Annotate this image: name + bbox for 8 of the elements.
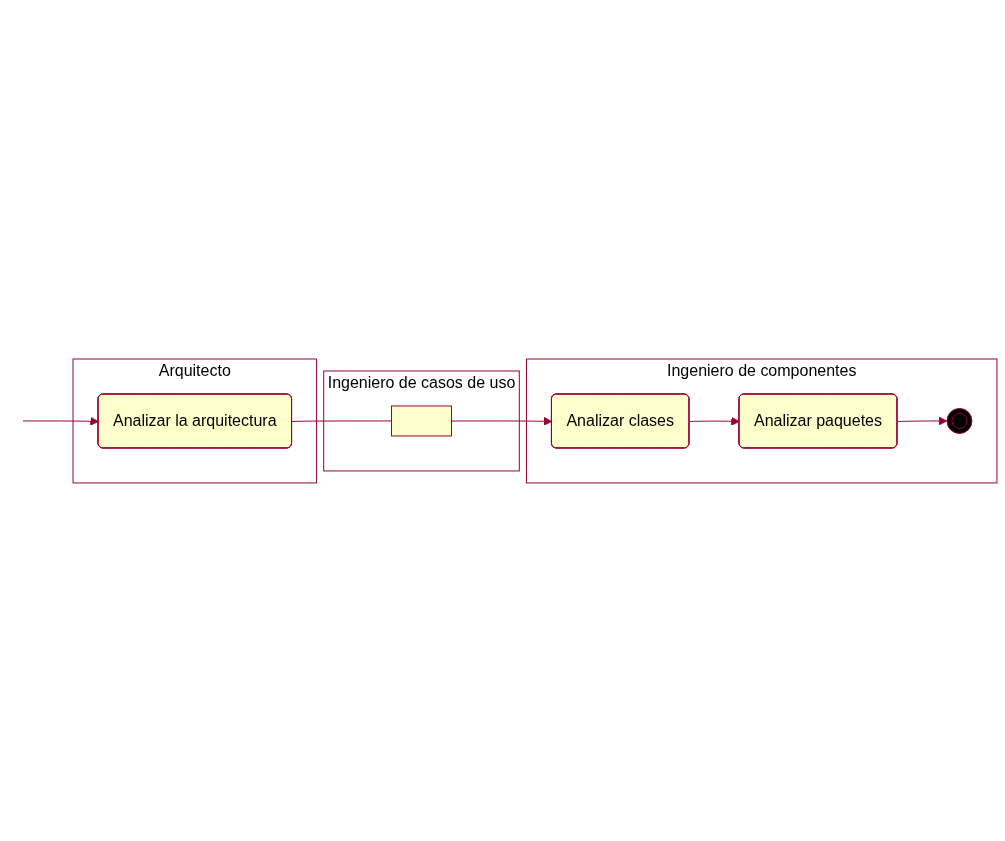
node-circle [946, 407, 973, 434]
node-box [391, 405, 452, 436]
arrow [689, 416, 740, 426]
arrow [22, 416, 99, 426]
connector [291, 420, 392, 422]
cluster: Ingeniero de casos de uso [323, 370, 520, 471]
arrow [451, 416, 553, 426]
arrow [897, 416, 948, 425]
